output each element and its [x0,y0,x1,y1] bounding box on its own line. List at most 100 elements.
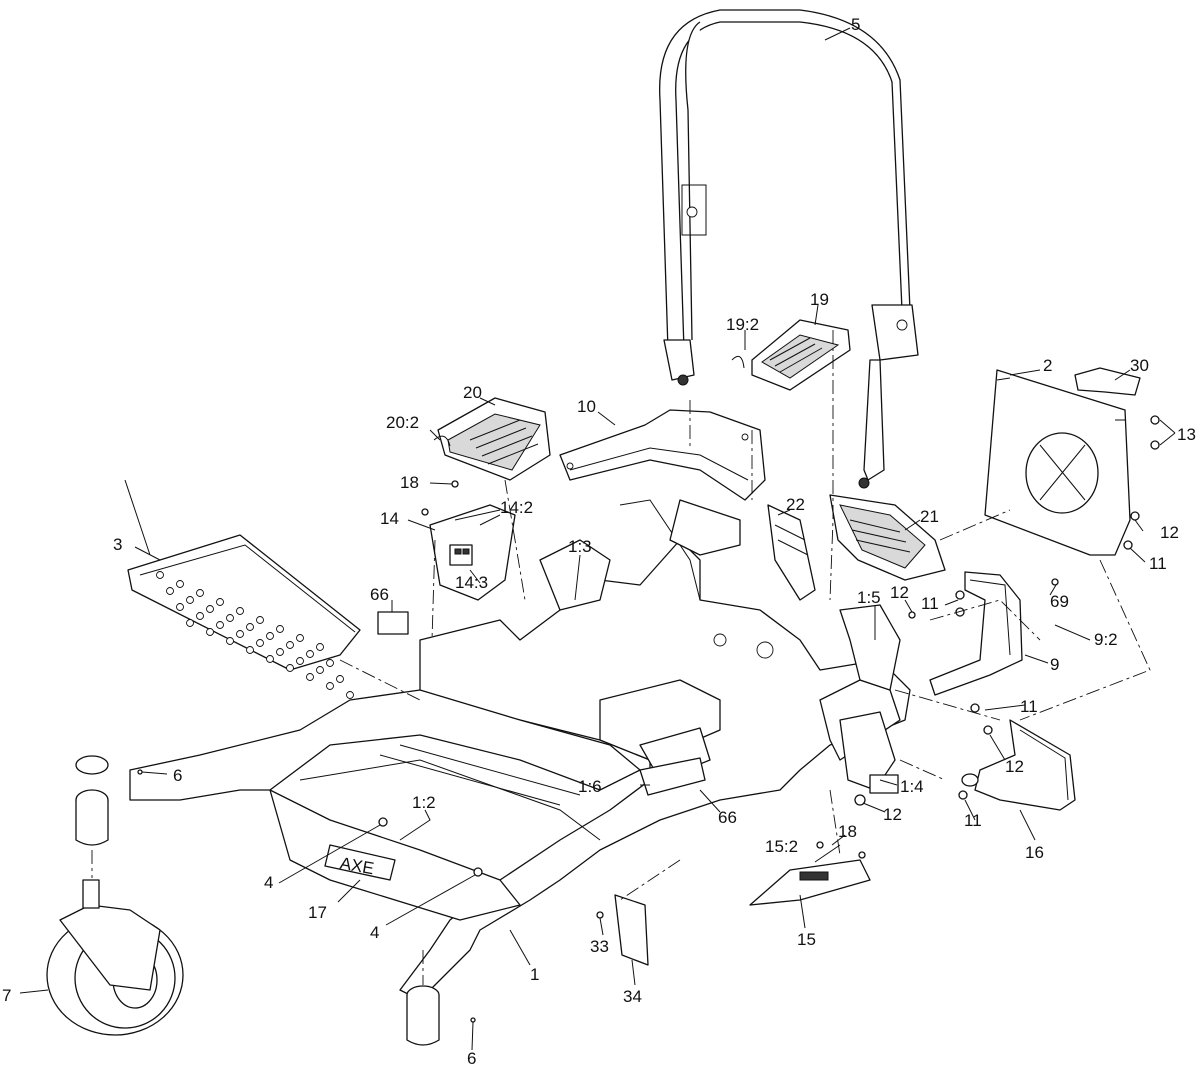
bolt-18c [858,851,866,859]
callout-18-bottom: 18 [838,822,857,841]
floor-hole [306,650,314,658]
callout-15-2: 15:2 [765,837,798,856]
right-cover-part [829,494,946,581]
callout-20-2: 20:2 [386,413,419,432]
left-cover-part [559,409,766,501]
floor-hole [306,673,314,681]
nut-11b [955,607,965,617]
callout-20: 20 [463,383,482,402]
nut-11d [970,703,980,713]
callout-19-2: 19:2 [726,315,759,334]
floor-hole [196,612,204,620]
floor-pan-part [127,534,361,699]
floor-hole [176,603,184,611]
rear-bracket-9-part [929,571,1023,696]
caster-pivot-front-part [406,985,440,1046]
floor-hole [326,682,334,690]
callout-1-5: 1:5 [857,588,881,607]
floor-hole [166,587,174,595]
rear-shield-part [984,369,1131,556]
callout-11-b: 11 [1149,554,1167,573]
callout-34: 34 [623,987,642,1006]
floor-hole [346,691,354,699]
floor-hole [216,598,224,606]
callout-15: 15 [797,930,816,949]
floor-hole [226,614,234,622]
callout-6-top: 6 [173,766,182,785]
floor-hole [256,616,264,624]
floor-hole [286,641,294,649]
bolt-33 [596,911,604,919]
floor-hole [266,632,274,640]
callout-17: 17 [308,903,327,922]
bolt-12d [854,794,866,806]
callout-1-4: 1:4 [900,777,924,796]
assembly-lines [91,330,1151,985]
floor-hole [186,596,194,604]
decal-66-side [639,757,706,796]
callout-14-2: 14:2 [500,498,533,517]
callout-16: 16 [1025,843,1044,862]
plate-34-part [614,894,649,966]
callout-11-a: 11 [921,594,939,613]
floor-hole [316,666,324,674]
floor-hole [196,589,204,597]
bolt-6a [137,769,143,775]
callout-1-3: 1:3 [568,537,592,556]
floor-hole [266,655,274,663]
nut-11e [958,790,968,800]
decal-66-top [377,611,409,635]
caster-wheel-7-part [46,879,184,1036]
callout-12-b: 12 [1160,523,1179,542]
callout-33: 33 [590,937,609,956]
floor-hole [336,675,344,683]
callout-14: 14 [380,509,399,528]
callout-69: 69 [1050,592,1069,611]
floor-hole [286,664,294,672]
floor-hole [256,639,264,647]
callout-4-a: 4 [264,873,273,892]
floor-hole [186,619,194,627]
callout-66-top: 66 [370,585,389,604]
floor-hole [296,634,304,642]
floor-hole [276,648,284,656]
bolt-12b [908,611,916,619]
bolt-18a [451,480,459,488]
roll-bar-part [659,9,919,489]
bolt-13a [1150,415,1160,425]
pin-20-2 [433,435,451,447]
floor-hole [156,571,164,579]
callout-12-a: 12 [890,583,909,602]
callout-3: 3 [113,535,122,554]
callout-21: 21 [920,507,939,526]
bumper-16-part [961,719,1076,811]
bolt-13b [1150,440,1160,450]
bolt-12c [983,725,993,735]
bolt-18d [816,841,824,849]
bolt-18b [421,508,429,516]
bolt-6b [470,1017,476,1023]
callout-66-side: 66 [718,808,737,827]
callout-30: 30 [1130,356,1149,375]
nut-11a [955,590,965,600]
callout-11-d: 11 [964,811,982,830]
bolt-4b [473,867,483,877]
nut-11c [1123,540,1133,550]
floor-hole [276,625,284,633]
callout-1-2: 1:2 [412,793,436,812]
callout-5: 5 [851,15,860,34]
right-foot-pad-part [751,319,851,391]
callout-9-2: 9:2 [1094,630,1118,649]
callout-7: 7 [2,986,11,1005]
callout-19: 19 [810,290,829,309]
bolt-69 [1051,578,1059,586]
floor-hole [226,637,234,645]
bolt-12a [1130,511,1140,521]
callout-2: 2 [1043,356,1052,375]
callout-12-d: 12 [883,805,902,824]
callout-11-c: 11 [1020,697,1038,716]
callout-22: 22 [786,495,805,514]
console-part [429,504,516,601]
step-plate-15-part [749,859,871,906]
